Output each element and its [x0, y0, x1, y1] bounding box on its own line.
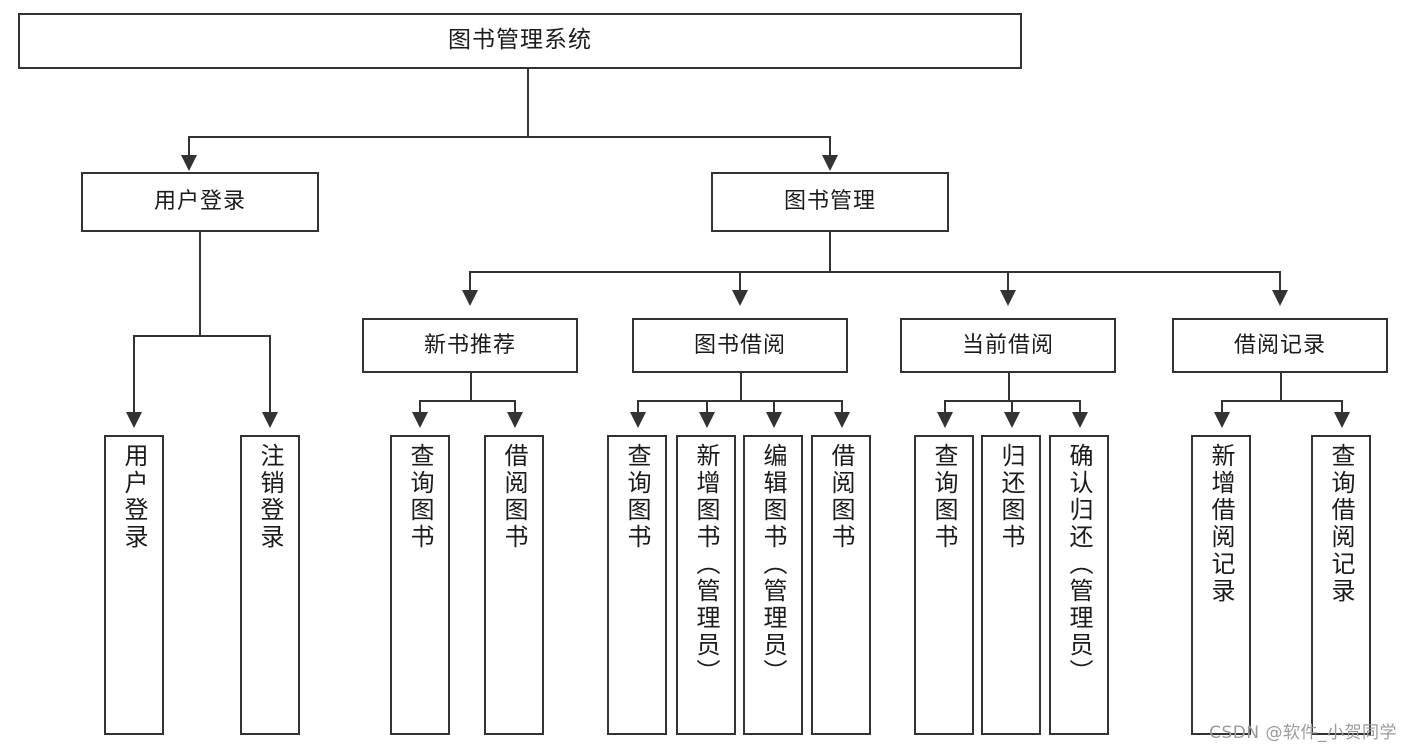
connector-br-to-leaf-1	[1221, 400, 1223, 415]
connector-cb-to-leaf-1	[944, 400, 946, 415]
arrow-cb-to-leaf-1	[937, 412, 953, 428]
connector-br-bus	[1221, 400, 1341, 402]
connector-bb-to-leaf-3	[773, 400, 775, 415]
leaf-add-record-label: 新增借阅记录	[1207, 443, 1235, 605]
arrow-br-to-leaf-1	[1214, 412, 1230, 428]
arrow-user-login-to-leaf-2	[262, 412, 278, 428]
connector-nbr-bus	[419, 400, 514, 402]
leaf-query-book-1-label: 查询图书	[406, 443, 434, 551]
leaf-add-book[interactable]: 新增图书（管理员）	[676, 435, 736, 735]
connector-bm-to-borrow-record	[1279, 271, 1281, 293]
connector-root-to-user-login	[188, 136, 190, 159]
node-borrow-record-label: 借阅记录	[1233, 332, 1326, 358]
connector-book-manage-bus	[469, 271, 1280, 273]
node-user-login-label: 用户登录	[153, 189, 246, 215]
connector-bm-to-book-borrow	[739, 271, 741, 293]
connector-root-bus	[188, 136, 829, 138]
connector-nbr-to-leaf-2	[514, 400, 516, 415]
watermark: CSDN @软件_小贺同学	[1209, 723, 1397, 743]
connector-bm-to-current-borrow	[1007, 271, 1009, 293]
leaf-logout-login[interactable]: 注销登录	[240, 435, 300, 735]
node-user-login[interactable]: 用户登录	[81, 172, 319, 232]
leaf-borrow-book-1-label: 借阅图书	[500, 443, 528, 551]
arrow-nbr-to-leaf-1	[412, 412, 428, 428]
leaf-logout-login-label: 注销登录	[256, 443, 284, 551]
leaf-query-book-3-label: 查询图书	[930, 443, 958, 551]
leaf-add-book-label: 新增图书（管理员）	[692, 443, 720, 686]
leaf-edit-book[interactable]: 编辑图书（管理员）	[743, 435, 803, 735]
connector-bb-bus	[637, 400, 842, 402]
node-book-manage[interactable]: 图书管理	[711, 172, 949, 232]
node-new-book-recommend-label: 新书推荐	[423, 332, 516, 358]
leaf-query-record[interactable]: 查询借阅记录	[1311, 435, 1371, 735]
connector-bm-to-new-book	[469, 271, 471, 293]
connector-nbr-stem	[470, 373, 472, 401]
arrow-bm-to-borrow-record	[1272, 290, 1288, 306]
leaf-query-book-2-label: 查询图书	[623, 443, 651, 551]
connector-bb-stem	[740, 373, 742, 401]
connector-user-login-to-leaf-1	[133, 335, 135, 415]
connector-bb-to-leaf-4	[841, 400, 843, 415]
node-book-manage-label: 图书管理	[783, 189, 876, 215]
connector-root-to-book-manage	[829, 136, 831, 159]
arrow-root-to-user-login	[181, 155, 197, 171]
arrow-bb-to-leaf-3	[766, 412, 782, 428]
connector-user-login-bus	[133, 335, 269, 337]
leaf-borrow-book-2-label: 借阅图书	[827, 443, 855, 551]
leaf-confirm-return-label: 确认归还（管理员）	[1065, 443, 1093, 686]
leaf-user-login[interactable]: 用户登录	[104, 435, 164, 735]
node-current-borrow-label: 当前借阅	[961, 332, 1054, 358]
arrow-bm-to-current-borrow	[1000, 290, 1016, 306]
connector-br-to-leaf-2	[1341, 400, 1343, 415]
arrow-br-to-leaf-2	[1334, 412, 1350, 428]
node-root[interactable]: 图书管理系统	[18, 13, 1022, 69]
leaf-user-login-label: 用户登录	[120, 443, 148, 551]
arrow-bm-to-book-borrow	[732, 290, 748, 306]
node-borrow-record[interactable]: 借阅记录	[1172, 318, 1388, 373]
connector-book-manage-stem	[829, 232, 831, 272]
connector-bb-to-leaf-1	[637, 400, 639, 415]
leaf-confirm-return[interactable]: 确认归还（管理员）	[1049, 435, 1109, 735]
leaf-query-book-1[interactable]: 查询图书	[390, 435, 450, 735]
arrow-bb-to-leaf-4	[834, 412, 850, 428]
leaf-query-record-label: 查询借阅记录	[1327, 443, 1355, 605]
arrow-nbr-to-leaf-2	[507, 412, 523, 428]
leaf-return-book-label: 归还图书	[997, 443, 1025, 551]
node-current-borrow[interactable]: 当前借阅	[900, 318, 1116, 373]
node-new-book-recommend[interactable]: 新书推荐	[362, 318, 578, 373]
connector-cb-to-leaf-2	[1011, 400, 1013, 415]
arrow-user-login-to-leaf-1	[126, 412, 142, 428]
leaf-query-book-2[interactable]: 查询图书	[607, 435, 667, 735]
connector-br-stem	[1280, 373, 1282, 401]
leaf-borrow-book-1[interactable]: 借阅图书	[484, 435, 544, 735]
arrow-root-to-book-manage	[822, 155, 838, 171]
leaf-return-book[interactable]: 归还图书	[981, 435, 1041, 735]
leaf-query-book-3[interactable]: 查询图书	[914, 435, 974, 735]
arrow-bb-to-leaf-1	[630, 412, 646, 428]
arrow-bm-to-new-book	[462, 290, 478, 306]
connector-root-stem	[527, 69, 529, 137]
arrow-cb-to-leaf-2	[1004, 412, 1020, 428]
connector-nbr-to-leaf-1	[419, 400, 421, 415]
leaf-borrow-book-2[interactable]: 借阅图书	[811, 435, 871, 735]
leaf-add-record[interactable]: 新增借阅记录	[1191, 435, 1251, 735]
connector-cb-to-leaf-3	[1079, 400, 1081, 415]
connector-user-login-to-leaf-2	[269, 335, 271, 415]
leaf-edit-book-label: 编辑图书（管理员）	[759, 443, 787, 686]
arrow-bb-to-leaf-2	[699, 412, 715, 428]
connector-user-login-stem	[199, 232, 201, 336]
node-book-borrow-label: 图书借阅	[693, 332, 786, 358]
connector-cb-stem	[1008, 373, 1010, 401]
node-book-borrow[interactable]: 图书借阅	[632, 318, 848, 373]
node-root-label: 图书管理系统	[448, 27, 592, 54]
connector-bb-to-leaf-2	[706, 400, 708, 415]
arrow-cb-to-leaf-3	[1072, 412, 1088, 428]
